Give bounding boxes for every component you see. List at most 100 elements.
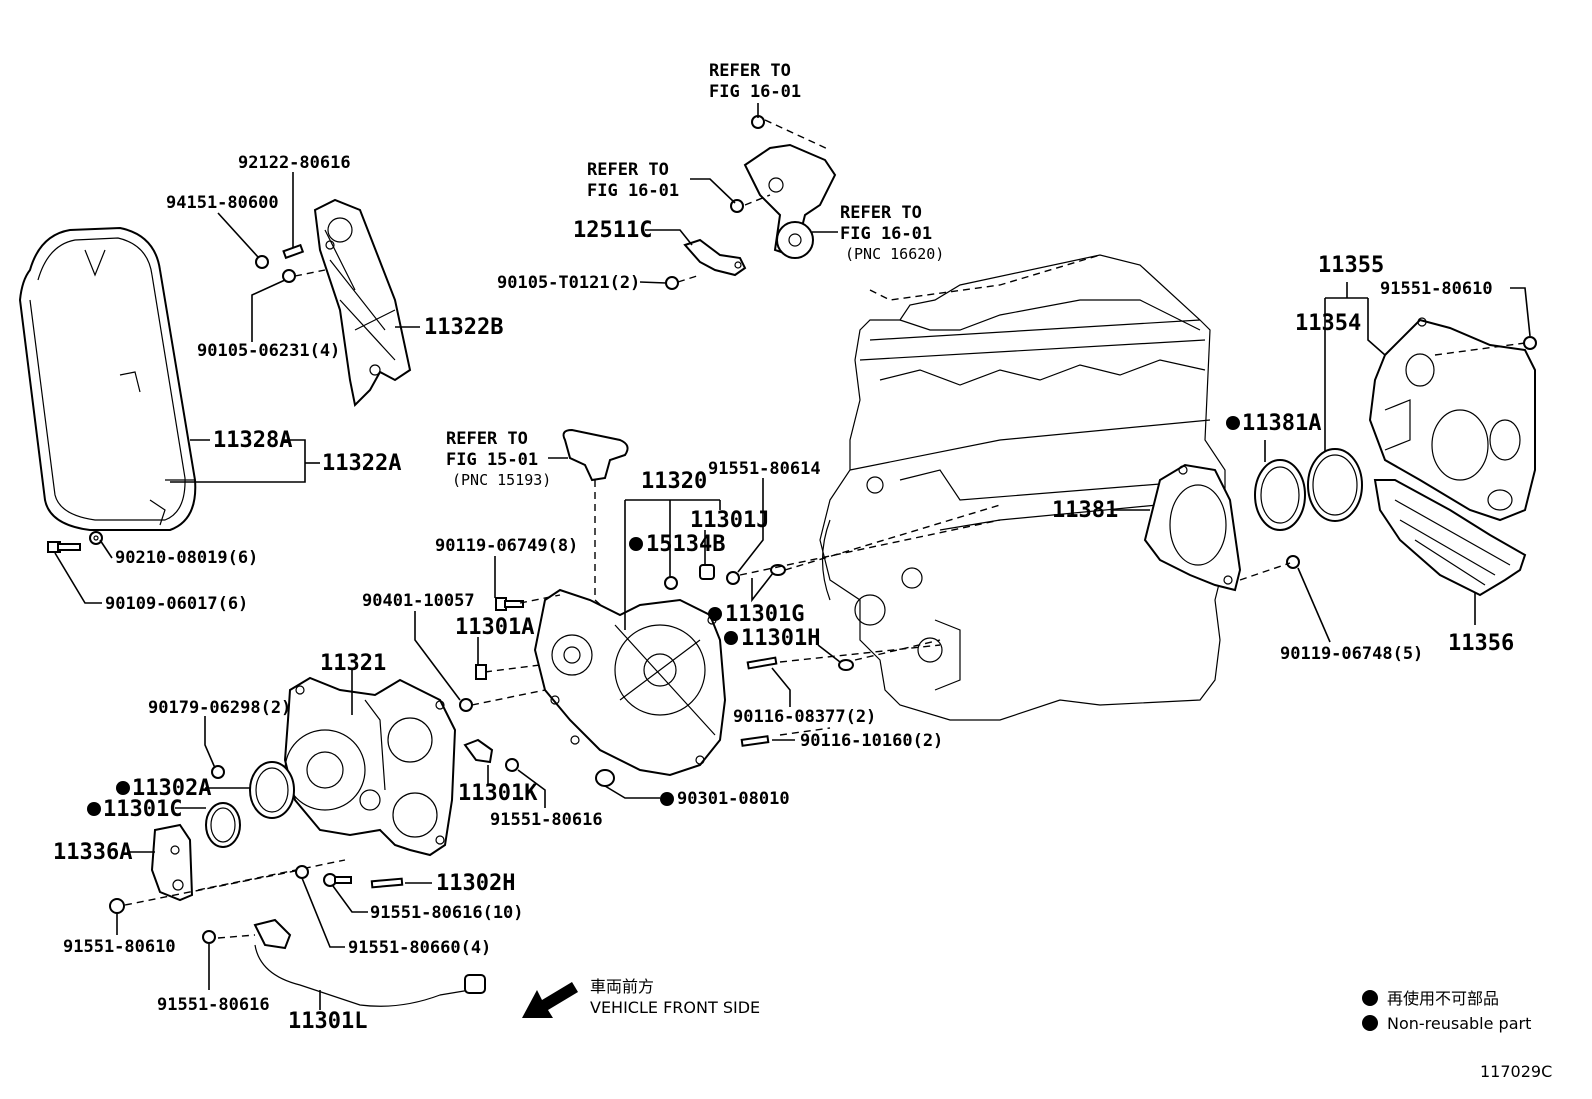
- timing-housing-11320: [533, 588, 727, 777]
- oil-seal-11301C: [205, 802, 241, 848]
- part-label: 11322A: [322, 451, 401, 476]
- stud-11302H: [370, 877, 404, 889]
- plug-11301J: [699, 564, 715, 580]
- bolt-91551-80614: [726, 571, 740, 585]
- oring-11301H: [838, 659, 854, 671]
- vehicle-front-arrow: 車両前方 VEHICLE FRONT SIDE: [522, 977, 760, 1018]
- part-label: 90179-06298(2): [148, 698, 291, 718]
- oil-seal-11381A: [1254, 459, 1306, 531]
- stud-90116-10160: [740, 735, 770, 747]
- bolt-90119-06748: [1286, 555, 1300, 569]
- part-label: 90105-06231(4): [197, 341, 340, 361]
- non-reusable-markers: [87, 416, 1378, 1031]
- ref-line: REFER TO: [587, 160, 669, 180]
- part-label: 11322B: [424, 315, 503, 340]
- washer-90210-08019: [89, 531, 103, 545]
- diagram-code: 117029C: [1480, 1062, 1552, 1081]
- cover-11336A: [150, 823, 194, 902]
- part-label: 11301A: [455, 615, 534, 640]
- part-label: 91551-80610: [63, 937, 176, 957]
- timing-cover-11322A: [18, 226, 197, 531]
- legend-en: Non-reusable part: [1387, 1014, 1531, 1033]
- part-label: 11336A: [53, 840, 132, 865]
- part-label: 90116-10160(2): [800, 731, 943, 751]
- leader-lines: [54, 103, 1531, 1010]
- plate-11356: [1373, 479, 1527, 597]
- part-label: 11381A: [1242, 411, 1321, 436]
- sensor-11301K: [463, 738, 519, 772]
- part-label: 11321: [320, 651, 386, 676]
- part-label: 90119-06749(8): [435, 536, 578, 556]
- part-label: 94151-80600: [166, 193, 279, 213]
- part-label: 11301K: [458, 781, 538, 806]
- part-label: 11302H: [436, 871, 515, 896]
- part-label: 11302A: [132, 776, 211, 801]
- part-label: 11355: [1318, 253, 1384, 278]
- part-label: 90105-T0121(2): [497, 273, 640, 293]
- bolt-91551-80610-left: [109, 898, 125, 914]
- bolt-90105-06231: [282, 269, 326, 283]
- pin-90401-10057: [459, 689, 546, 712]
- part-label: 11301J: [690, 508, 769, 533]
- seal-retainer-11381: [1143, 463, 1242, 592]
- sensor-harness-11301L: [217, 918, 486, 1007]
- legend: 再使用不可部品 Non-reusable part: [1387, 989, 1531, 1033]
- ref-line: REFER TO: [840, 203, 922, 223]
- bolt-91551-80610-right: [1523, 336, 1537, 350]
- bolt-91551-80616-x10: [323, 873, 352, 887]
- bolt-91551-80660: [295, 865, 309, 879]
- bolt-90105-T0121: [665, 274, 701, 290]
- part-label: 15134B: [646, 532, 725, 557]
- part-label: 91551-80610: [1380, 279, 1493, 299]
- part-label: 92122-80616: [238, 153, 351, 173]
- ref-line: FIG 16-01: [840, 224, 932, 244]
- part-label: 11328A: [213, 428, 292, 453]
- part-label: 11301C: [103, 797, 182, 822]
- direction-en: VEHICLE FRONT SIDE: [590, 998, 760, 1017]
- part-label: 11301H: [741, 626, 820, 651]
- engine-block-outline: [819, 254, 1226, 721]
- tensioner-bracket: [743, 119, 837, 259]
- ref-line: FIG 16-01: [709, 82, 801, 102]
- part-labels: REFER TO FIG 16-01 REFER TO FIG 16-01 RE…: [53, 61, 1514, 1034]
- front-cover-11321: [283, 676, 457, 857]
- ref-pnc: (PNC 16620): [845, 245, 944, 263]
- direction-jp: 車両前方: [590, 977, 654, 996]
- oring-90301-08010: [595, 769, 615, 787]
- cover-plate-11322B: [313, 198, 412, 408]
- bracket-12511C: [683, 238, 747, 277]
- part-label: 11354: [1295, 311, 1361, 336]
- bolt-91551-80616-bottom: [202, 930, 216, 944]
- bolt-90109-06017: [47, 541, 81, 553]
- part-label: 11320: [641, 469, 707, 494]
- part-label: 11356: [1448, 631, 1514, 656]
- end-plate-11355: [1368, 317, 1536, 522]
- part-label: 11301G: [725, 602, 804, 627]
- part-label: 90301-08010: [677, 789, 790, 809]
- part-label: 12511C: [573, 218, 652, 243]
- dowel-11301A: [475, 664, 487, 680]
- bolt-90119-06749: [495, 597, 524, 611]
- part-label: 90109-06017(6): [105, 594, 248, 614]
- part-label: 91551-80660(4): [348, 938, 491, 958]
- ref-line: FIG 15-01: [446, 450, 538, 470]
- part-label: 91551-80616: [490, 810, 603, 830]
- part-label: 90401-10057: [362, 591, 475, 611]
- stud-92122-80616: [282, 243, 305, 260]
- nut-90179-06298: [211, 765, 225, 779]
- ref-pnc: (PNC 15193): [452, 471, 551, 489]
- part-label: 90116-08377(2): [733, 707, 876, 727]
- part-label: 91551-80616: [157, 995, 270, 1015]
- legend-jp: 再使用不可部品: [1387, 989, 1499, 1008]
- part-label: 91551-80614: [708, 459, 821, 479]
- gasket-11354: [1307, 448, 1363, 522]
- stud-90116-08377: [746, 656, 778, 670]
- part-label: 90119-06748(5): [1280, 644, 1423, 664]
- ref-line: FIG 16-01: [587, 181, 679, 201]
- part-label: 11381: [1052, 498, 1118, 523]
- part-label: 91551-80616(10): [370, 903, 524, 923]
- nut-15134B: [664, 576, 678, 590]
- bolt-94151-80600: [255, 255, 269, 269]
